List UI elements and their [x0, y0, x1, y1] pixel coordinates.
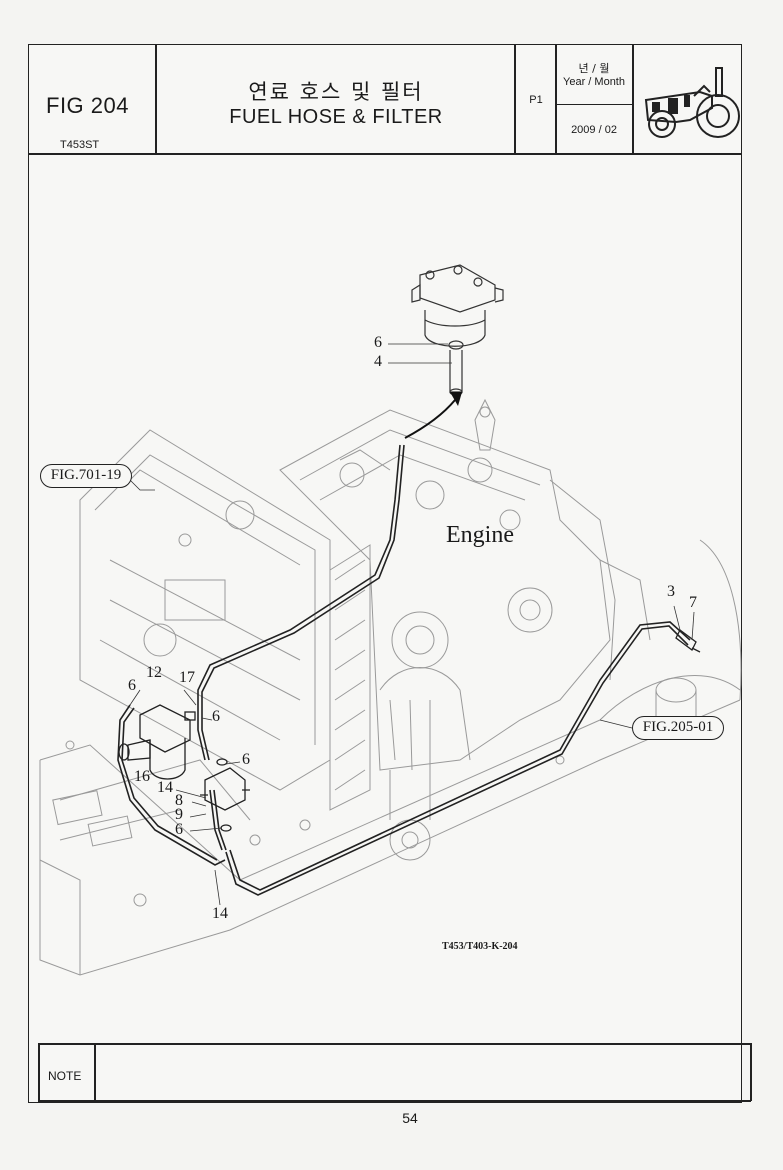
header-divider-1 [155, 44, 157, 154]
callout-17: 17 [179, 669, 195, 686]
page-title: FUEL HOSE & FILTER [229, 106, 443, 128]
model-code: T453ST [60, 139, 100, 151]
header-divider-2 [514, 44, 516, 154]
page-number: 54 [402, 1110, 418, 1126]
revision-date: 2009 / 02 [571, 124, 617, 136]
year-month-label: Year / Month [563, 76, 625, 88]
callout-7: 7 [689, 594, 697, 611]
callout-6-top: 6 [374, 334, 382, 351]
callout-6-mid: 6 [212, 708, 220, 725]
fig-ref-205-01[interactable]: FIG.205-01 [632, 716, 724, 740]
page-title-korean: 연료 호스 및 필터 [248, 80, 424, 104]
note-box-left [38, 1043, 40, 1101]
callout-4: 4 [374, 353, 382, 370]
header-divider-3 [555, 44, 557, 154]
engine-label: Engine [446, 522, 514, 548]
fig-code: FIG 204 [46, 93, 129, 118]
callout-6-lower: 6 [175, 821, 183, 838]
callout-9: 9 [175, 806, 183, 823]
callout-3: 3 [667, 583, 675, 600]
note-box-top [38, 1043, 751, 1045]
page-code: P1 [529, 94, 543, 106]
callout-6-right: 6 [242, 751, 250, 768]
note-label: NOTE [48, 1069, 82, 1083]
header-divider-4 [632, 44, 634, 154]
drawing-code: T453/T403-K-204 [442, 941, 518, 952]
callout-14-upper: 14 [157, 779, 173, 796]
fig-ref-701-19[interactable]: FIG.701-19 [40, 464, 132, 488]
header-bottom-rule [28, 153, 742, 155]
callout-12: 12 [146, 664, 162, 681]
note-box-bottom [38, 1100, 751, 1102]
note-box-divider [94, 1043, 96, 1101]
callout-6-left: 6 [128, 677, 136, 694]
year-month-label-korean: 년 / 월 [578, 62, 610, 75]
callout-14-lower: 14 [212, 905, 228, 922]
callout-16: 16 [134, 768, 150, 785]
note-box-right [750, 1043, 752, 1101]
date-divider [555, 104, 633, 105]
page-frame [28, 44, 742, 1103]
callout-8: 8 [175, 792, 183, 809]
